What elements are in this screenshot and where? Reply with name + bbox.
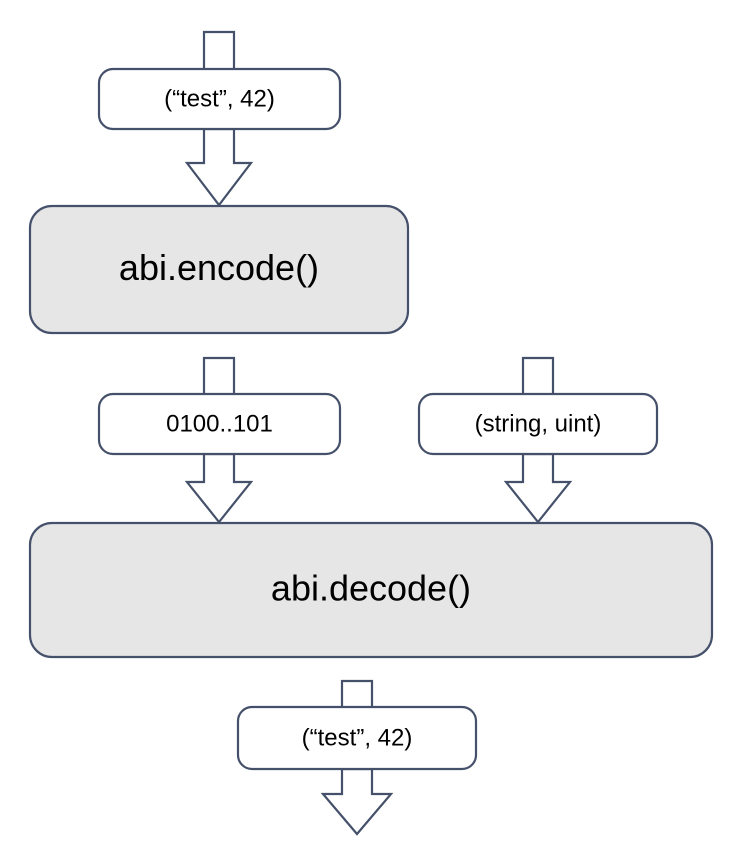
diagram-node-output-tuple[interactable]: (“test”, 42) xyxy=(236,705,478,771)
diagram-node-input-tuple[interactable]: (“test”, 42) xyxy=(97,67,342,131)
connector-arrow xyxy=(503,452,573,524)
connector-arrow xyxy=(184,452,254,524)
node-shape-output-tuple xyxy=(236,705,478,771)
node-label-abi-decode: abi.decode() xyxy=(271,568,471,609)
connector-layer xyxy=(184,30,573,836)
node-shape-encoded-bytes xyxy=(97,392,342,456)
node-label-abi-encode: abi.encode() xyxy=(119,247,319,288)
connector-arrow xyxy=(184,127,254,207)
node-label-encoded-bytes: 0100..101 xyxy=(166,410,273,437)
diagram-node-abi-encode[interactable]: abi.encode() xyxy=(28,204,410,335)
connector-shaft xyxy=(340,679,374,710)
connector-shaft xyxy=(202,30,236,72)
diagram-node-type-tuple[interactable]: (string, uint) xyxy=(417,392,659,456)
node-shape-type-tuple xyxy=(417,392,659,456)
node-label-type-tuple: (string, uint) xyxy=(475,410,602,437)
node-layer: (“test”, 42) abi.encode() 0100..101 (string… xyxy=(28,67,714,771)
node-shape-input-tuple xyxy=(97,67,342,131)
connector-shaft xyxy=(202,356,236,397)
node-label-output-tuple: (“test”, 42) xyxy=(302,724,413,751)
connector-arrow xyxy=(320,767,394,836)
node-label-input-tuple: (“test”, 42) xyxy=(164,85,275,112)
diagram-node-abi-decode[interactable]: abi.decode() xyxy=(28,521,714,659)
node-shape-abi-encode xyxy=(28,204,410,335)
node-shape-abi-decode xyxy=(28,521,714,659)
diagram-node-encoded-bytes[interactable]: 0100..101 xyxy=(97,392,342,456)
connector-shaft xyxy=(521,356,555,397)
